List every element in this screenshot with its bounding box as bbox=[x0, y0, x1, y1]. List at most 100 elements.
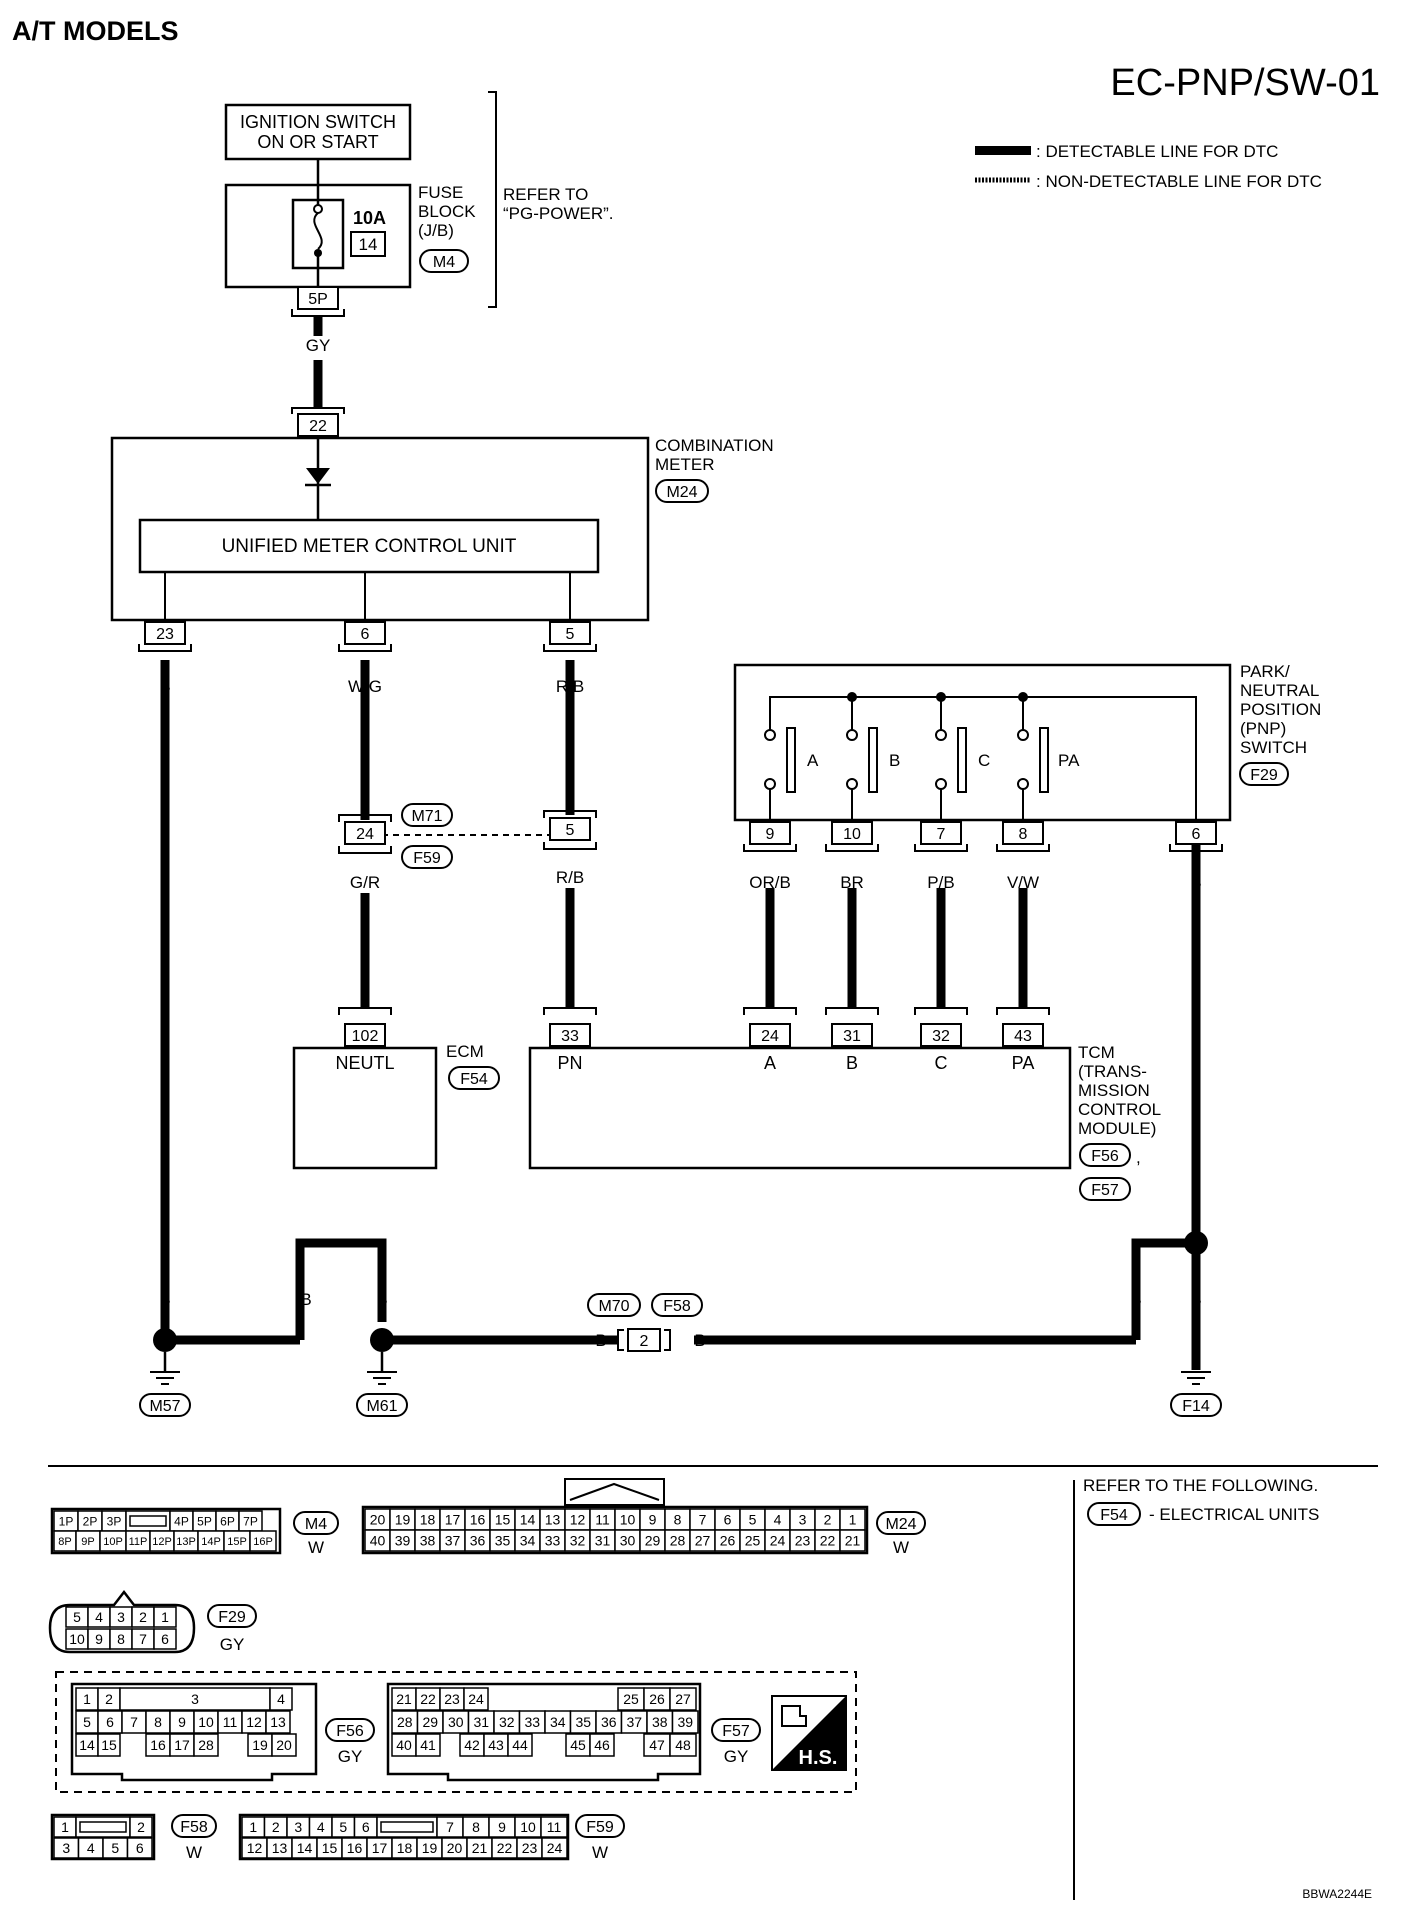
f29-pin: 10 bbox=[65, 1628, 89, 1650]
pin-number: 24 bbox=[547, 1840, 563, 1856]
f59-pin: 6 bbox=[353, 1816, 378, 1838]
pin-number: 22 bbox=[420, 1691, 436, 1707]
f59-pin: 3 bbox=[286, 1816, 311, 1838]
wire-label-gy: GY bbox=[306, 336, 331, 355]
joint-terminal-24: 24 bbox=[356, 826, 374, 843]
meter-terminal-6: 6 bbox=[361, 626, 370, 643]
tcm-pin-pa: PA bbox=[1012, 1053, 1035, 1073]
m24-pin: 10 bbox=[614, 1508, 641, 1531]
f59-pin: 11 bbox=[540, 1816, 568, 1838]
m24-view-color: W bbox=[893, 1538, 909, 1557]
f58-view-id: F58 bbox=[180, 1819, 208, 1836]
pin-number: 17 bbox=[174, 1737, 190, 1753]
f59-pin-gap bbox=[376, 1816, 438, 1838]
ecm-connector-id: F54 bbox=[460, 1071, 488, 1088]
m24-pin: 7 bbox=[689, 1508, 716, 1531]
connector-f29-view: F29 GY bbox=[48, 1589, 257, 1654]
m24-pin: 39 bbox=[389, 1529, 416, 1552]
fuse-label-2: BLOCK bbox=[418, 202, 476, 221]
pin-number: 40 bbox=[396, 1737, 412, 1753]
f57-pin: 33 bbox=[518, 1710, 546, 1734]
f57-pin: 22 bbox=[415, 1687, 441, 1711]
m4-view-color: W bbox=[308, 1538, 324, 1557]
pnp-label-4: (PNP) bbox=[1240, 719, 1286, 738]
pin-number: 8 bbox=[117, 1631, 125, 1647]
m24-pin: 12 bbox=[564, 1508, 591, 1531]
m24-pin: 8 bbox=[664, 1508, 691, 1531]
m24-pin: 30 bbox=[614, 1529, 641, 1552]
f57-pin: 23 bbox=[439, 1687, 465, 1711]
f57-pin: 46 bbox=[589, 1733, 615, 1757]
f56-f57-group-frame bbox=[55, 1671, 857, 1793]
wire-label-b-meter: B bbox=[159, 677, 170, 696]
pin-number: 3 bbox=[294, 1819, 302, 1835]
fuse-number: 14 bbox=[359, 235, 378, 254]
f57-pin: 25 bbox=[617, 1687, 645, 1711]
pin-number: 1 bbox=[83, 1691, 91, 1707]
pin-number: 13 bbox=[270, 1714, 286, 1730]
f56-pin: 14 bbox=[75, 1733, 99, 1757]
joint-connector-m71: M71 bbox=[411, 808, 442, 825]
ground-f14: F14 bbox=[1182, 1398, 1210, 1415]
refer-line-2: - ELECTRICAL UNITS bbox=[1149, 1505, 1319, 1524]
pin-number: 14 bbox=[297, 1840, 313, 1856]
pnp-contact-b: B bbox=[846, 727, 900, 822]
f59-pin: 20 bbox=[441, 1837, 468, 1859]
pin-number: 19 bbox=[252, 1737, 268, 1753]
wire-label-gr: G/R bbox=[350, 873, 380, 892]
pin-number: 45 bbox=[570, 1737, 586, 1753]
f57-view-color: GY bbox=[724, 1747, 749, 1766]
m24-pin: 20 bbox=[364, 1508, 391, 1531]
pin-number: 3 bbox=[799, 1512, 807, 1528]
pin-number: 6 bbox=[161, 1631, 169, 1647]
pin-number: 26 bbox=[649, 1691, 665, 1707]
pin-number: 3 bbox=[191, 1691, 199, 1707]
inline-connector: M70 F58 2 bbox=[587, 1293, 703, 1352]
m24-pin: 37 bbox=[439, 1529, 466, 1552]
detectable-line-sample bbox=[975, 146, 1031, 155]
pin-number: 25 bbox=[745, 1533, 761, 1549]
m4-pin: 5P bbox=[192, 1510, 217, 1532]
ecm-terminal: 102 bbox=[352, 1028, 379, 1045]
f56-view-color: GY bbox=[338, 1747, 363, 1766]
fuse-label-1: FUSE bbox=[418, 183, 463, 202]
m4-pin: 9P bbox=[75, 1530, 101, 1552]
m4-pin: 16P bbox=[249, 1530, 277, 1552]
inline-terminal: 2 bbox=[640, 1333, 649, 1350]
pnp-switch: A B C PA 9 10 7 bbox=[733, 662, 1321, 852]
f59-pin: 22 bbox=[491, 1837, 518, 1859]
wire-label-wg: W/G bbox=[348, 677, 382, 696]
pin-number: 23 bbox=[795, 1533, 811, 1549]
m24-pin: 4 bbox=[764, 1508, 791, 1531]
pin-number: 2 bbox=[272, 1819, 280, 1835]
f57-pin: 26 bbox=[643, 1687, 671, 1711]
pnp-terminal-7: 7 bbox=[937, 826, 946, 843]
pin-number: 4 bbox=[277, 1691, 285, 1707]
tcm-terminal-33: 33 bbox=[561, 1028, 579, 1045]
m24-pin: 36 bbox=[464, 1529, 491, 1552]
pin-number: 9 bbox=[498, 1819, 506, 1835]
f57-pin: 41 bbox=[415, 1733, 441, 1757]
pin-number: 2 bbox=[137, 1819, 145, 1835]
pin-number: 32 bbox=[570, 1533, 586, 1549]
f57-pin: 44 bbox=[507, 1733, 533, 1757]
pin-number: 14 bbox=[520, 1512, 536, 1528]
pin-number: 12P bbox=[152, 1536, 172, 1548]
f29-pin: 3 bbox=[109, 1606, 133, 1628]
m24-pin: 32 bbox=[564, 1529, 591, 1552]
m24-pin: 14 bbox=[514, 1508, 541, 1531]
pin-number: 39 bbox=[395, 1533, 411, 1549]
tcm-connector-f56: F56 bbox=[1091, 1148, 1119, 1165]
m24-pin: 40 bbox=[364, 1529, 391, 1552]
pin-number: 4 bbox=[87, 1840, 95, 1856]
wire-label-br: BR bbox=[840, 873, 864, 892]
f59-view-id: F59 bbox=[586, 1819, 614, 1836]
pin-number: 22 bbox=[497, 1840, 513, 1856]
m4-pin: 6P bbox=[215, 1510, 240, 1532]
pin-number: 31 bbox=[595, 1533, 611, 1549]
m4-view-id: M4 bbox=[305, 1516, 327, 1533]
m24-pin: 26 bbox=[714, 1529, 741, 1552]
pin-number: 28 bbox=[670, 1533, 686, 1549]
pin-number: 9 bbox=[178, 1714, 186, 1730]
tcm-terminal-24: 24 bbox=[761, 1028, 779, 1045]
